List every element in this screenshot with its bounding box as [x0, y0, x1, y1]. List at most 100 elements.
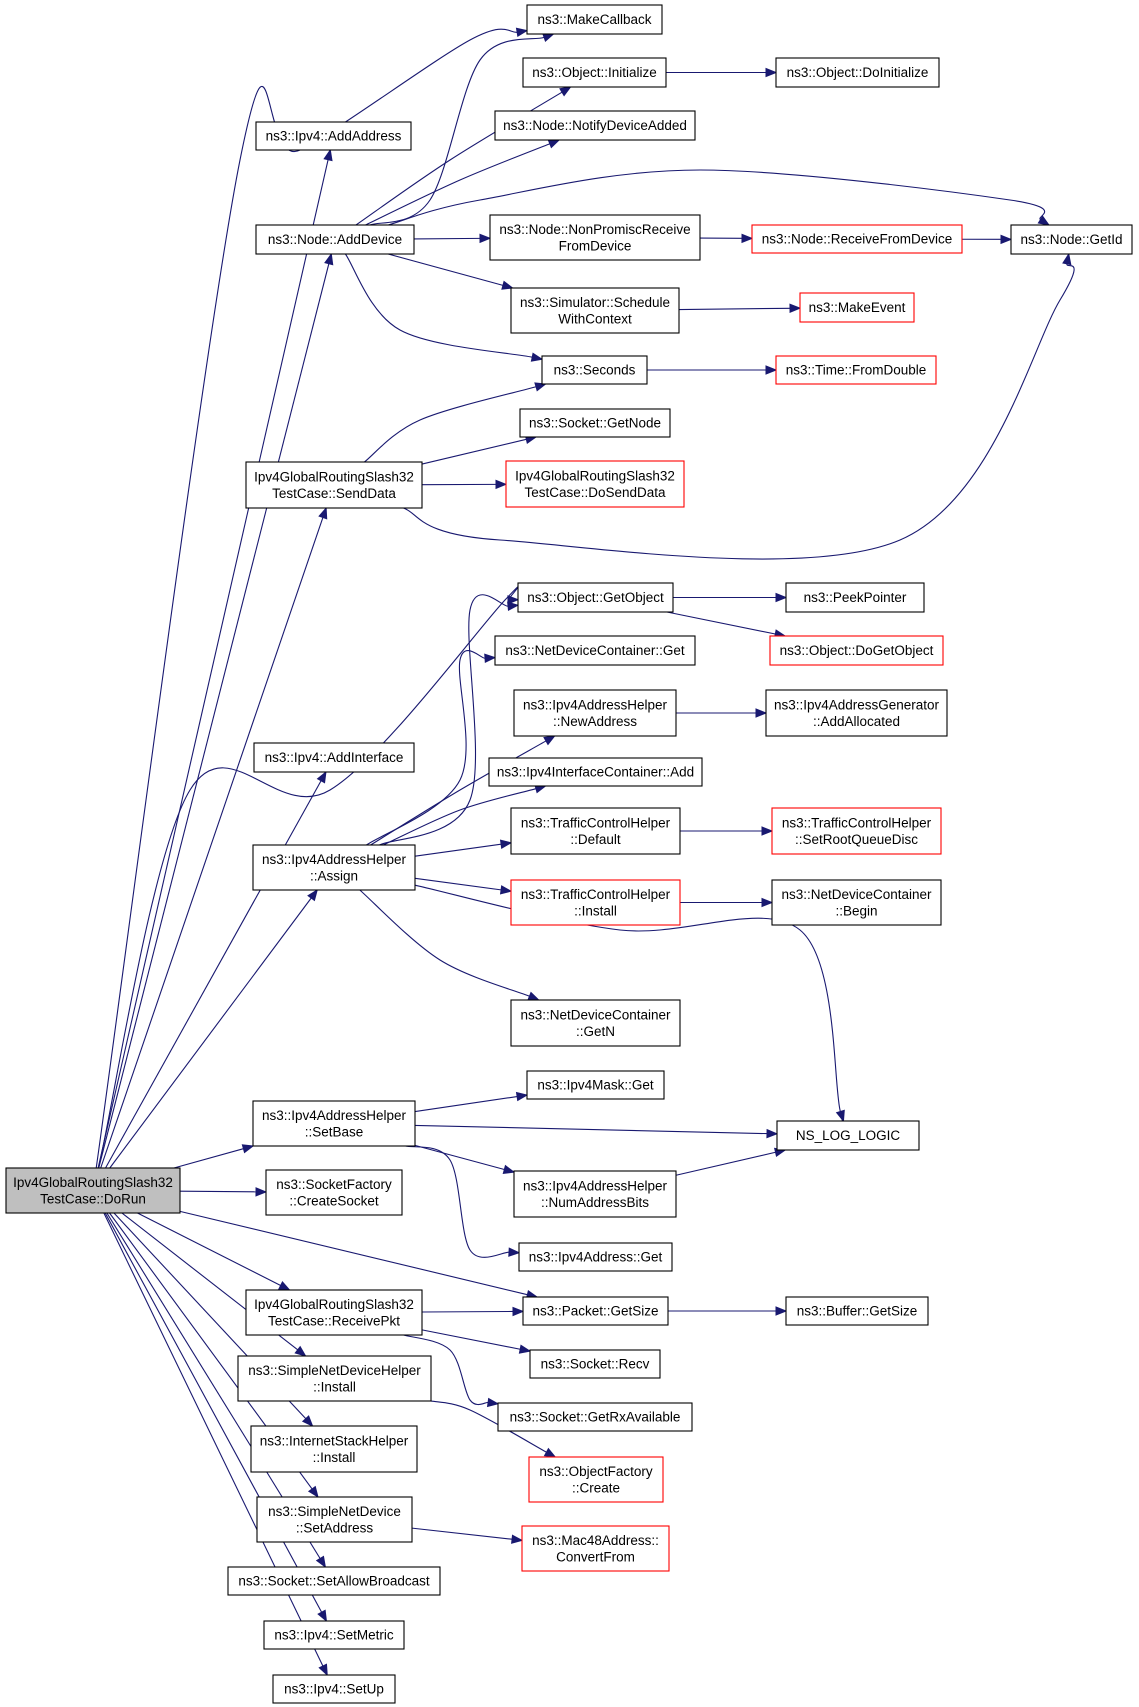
node-tch-default[interactable]: ns3::TrafficControlHelper::Default [510, 807, 681, 855]
node-ipv4address-get[interactable]: ns3::Ipv4Address::Get [518, 1242, 673, 1272]
node-ish-install[interactable]: ns3::InternetStackHelper::Install [250, 1425, 418, 1473]
node-snd-setaddress[interactable]: ns3::SimpleNetDevice::SetAddress [256, 1496, 413, 1543]
node-box[interactable] [522, 1296, 669, 1326]
node-box[interactable] [494, 635, 696, 666]
node-addrhelper-assign[interactable]: ns3::Ipv4AddressHelper::Assign [252, 844, 416, 891]
node-box[interactable] [529, 1349, 661, 1379]
node-box[interactable] [519, 408, 671, 438]
node-addrgen-addallocated[interactable]: ns3::Ipv4AddressGenerator::AddAllocated [765, 689, 948, 737]
node-object-doinitialize[interactable]: ns3::Object::DoInitialize [775, 57, 940, 88]
node-dosenddata[interactable]: Ipv4GlobalRoutingSlash32TestCase::DoSend… [505, 460, 685, 508]
node-box[interactable] [256, 1496, 413, 1543]
node-ipv4-setup[interactable]: ns3::Ipv4::SetUp [272, 1674, 396, 1704]
node-box[interactable] [518, 1242, 673, 1272]
node-box[interactable] [776, 1120, 920, 1151]
node-box[interactable] [510, 999, 681, 1047]
node-ifcontainer-add[interactable]: ns3::Ipv4InterfaceContainer::Add [488, 757, 703, 787]
node-box[interactable] [771, 879, 942, 926]
node-socket-getnode[interactable]: ns3::Socket::GetNode [519, 408, 671, 438]
node-ipv4-setmetric[interactable]: ns3::Ipv4::SetMetric [263, 1620, 405, 1650]
node-object-getobject[interactable]: ns3::Object::GetObject [517, 582, 674, 613]
node-box[interactable] [245, 1289, 423, 1336]
node-ipv4-addinterface[interactable]: ns3::Ipv4::AddInterface [253, 742, 415, 773]
node-box[interactable] [785, 582, 925, 613]
node-addrhelper-newaddress[interactable]: ns3::Ipv4AddressHelper::NewAddress [513, 689, 677, 737]
node-box[interactable] [5, 1167, 181, 1214]
node-socket-getrxavailable[interactable]: ns3::Socket::GetRxAvailable [497, 1402, 693, 1432]
node-box[interactable] [263, 1620, 405, 1650]
node-box[interactable] [252, 844, 416, 891]
node-addrhelper-setbase[interactable]: ns3::Ipv4AddressHelper::SetBase [252, 1100, 416, 1147]
node-mac48-convertfrom[interactable]: ns3::Mac48Address::ConvertFrom [521, 1525, 670, 1572]
node-box[interactable] [237, 1355, 432, 1402]
node-box[interactable] [775, 57, 940, 88]
node-box[interactable] [227, 1566, 441, 1596]
node-box[interactable] [265, 1169, 403, 1216]
node-box[interactable] [510, 287, 680, 334]
node-socketfactory-create[interactable]: ns3::SocketFactory::CreateSocket [265, 1169, 403, 1216]
node-buffer-getsize[interactable]: ns3::Buffer::GetSize [785, 1296, 929, 1326]
node-box[interactable] [250, 1425, 418, 1473]
node-ndc-getn[interactable]: ns3::NetDeviceContainer::GetN [510, 999, 681, 1047]
node-box[interactable] [253, 742, 415, 773]
node-socket-setallowbroadcast[interactable]: ns3::Socket::SetAllowBroadcast [227, 1566, 441, 1596]
node-seconds[interactable]: ns3::Seconds [541, 355, 648, 385]
node-box[interactable] [494, 110, 696, 141]
node-sendData[interactable]: Ipv4GlobalRoutingSlash32TestCase::SendDa… [245, 461, 423, 509]
node-box[interactable] [505, 460, 685, 508]
node-socket-recv[interactable]: ns3::Socket::Recv [529, 1349, 661, 1379]
node-tch-setrootqueuedisc[interactable]: ns3::TrafficControlHelper::SetRootQueueD… [771, 807, 942, 855]
node-box[interactable] [245, 461, 423, 509]
node-box[interactable] [272, 1674, 396, 1704]
node-box[interactable] [255, 121, 412, 151]
node-box[interactable] [255, 224, 415, 255]
node-node-receivefromdevice[interactable]: ns3::Node::ReceiveFromDevice [751, 224, 963, 254]
node-packet-getsize[interactable]: ns3::Packet::GetSize [522, 1296, 669, 1326]
node-receivePkt[interactable]: Ipv4GlobalRoutingSlash32TestCase::Receiv… [245, 1289, 423, 1336]
node-box[interactable] [510, 879, 681, 926]
node-box[interactable] [528, 1456, 664, 1503]
node-box[interactable] [510, 807, 681, 855]
node-object-initialize[interactable]: ns3::Object::Initialize [522, 57, 667, 88]
node-addrhelper-numaddressbits[interactable]: ns3::Ipv4AddressHelper::NumAddressBits [513, 1170, 677, 1218]
node-box[interactable] [541, 355, 648, 385]
node-box[interactable] [522, 57, 667, 88]
node-simplendh-install[interactable]: ns3::SimpleNetDeviceHelper::Install [237, 1355, 432, 1402]
node-box[interactable] [751, 224, 963, 254]
node-ipv4-addaddress[interactable]: ns3::Ipv4::AddAddress [255, 121, 412, 151]
node-ipv4mask-get[interactable]: ns3::Ipv4Mask::Get [526, 1070, 665, 1100]
node-makeevent[interactable]: ns3::MakeEvent [799, 292, 915, 323]
node-object-dogetobject[interactable]: ns3::Object::DoGetObject [769, 635, 944, 666]
node-box[interactable] [521, 1525, 670, 1572]
node-box[interactable] [517, 582, 674, 613]
node-objectfactory-create[interactable]: ns3::ObjectFactory::Create [528, 1456, 664, 1503]
node-ndc-get[interactable]: ns3::NetDeviceContainer::Get [494, 635, 696, 666]
node-box[interactable] [497, 1402, 693, 1432]
node-box[interactable] [771, 807, 942, 855]
node-ndc-begin[interactable]: ns3::NetDeviceContainer::Begin [771, 879, 942, 926]
node-box[interactable] [489, 214, 701, 261]
node-peekpointer[interactable]: ns3::PeekPointer [785, 582, 925, 613]
node-node-getid[interactable]: ns3::Node::GetId [1010, 224, 1133, 255]
node-time-fromdouble[interactable]: ns3::Time::FromDouble [775, 355, 937, 385]
node-node-adddevice[interactable]: ns3::Node::AddDevice [255, 224, 415, 255]
node-box[interactable] [526, 1070, 665, 1100]
node-box[interactable] [765, 689, 948, 737]
node-box[interactable] [252, 1100, 416, 1147]
node-box[interactable] [769, 635, 944, 666]
node-node-notifydeviceadded[interactable]: ns3::Node::NotifyDeviceAdded [494, 110, 696, 141]
node-tch-install[interactable]: ns3::TrafficControlHelper::Install [510, 879, 681, 926]
node-makecallback[interactable]: ns3::MakeCallback [526, 4, 663, 35]
node-box[interactable] [785, 1296, 929, 1326]
node-ns-log-logic[interactable]: NS_LOG_LOGIC [776, 1120, 920, 1151]
node-box[interactable] [488, 757, 703, 787]
node-box[interactable] [799, 292, 915, 323]
node-box[interactable] [513, 1170, 677, 1218]
node-box[interactable] [1010, 224, 1133, 255]
node-box[interactable] [775, 355, 937, 385]
node-box[interactable] [526, 4, 663, 35]
node-box[interactable] [513, 689, 677, 737]
